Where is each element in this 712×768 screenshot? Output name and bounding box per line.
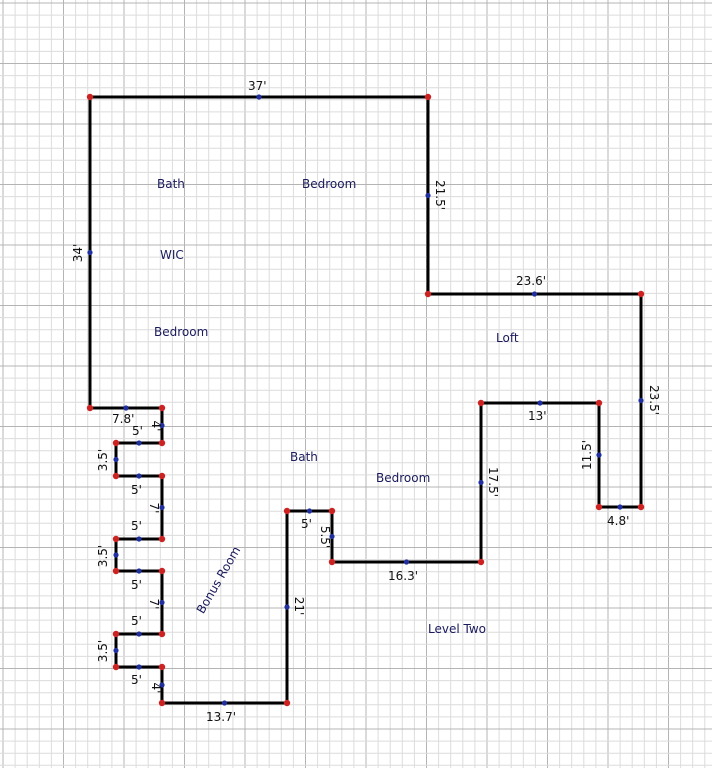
- wall-vertex-marker: [112, 439, 120, 447]
- room-label-bath-upper: Bath: [157, 177, 185, 191]
- dim-zigzag-3: 5': [132, 424, 143, 438]
- dim-small-vertical: 5.5': [318, 526, 332, 548]
- edge-midpoint-marker: [256, 94, 262, 100]
- dim-zigzag-1: 7.8': [112, 412, 134, 426]
- room-label-bath-middle: Bath: [290, 450, 318, 464]
- dim-top-wall: 37': [248, 79, 267, 93]
- edge-midpoint-marker: [136, 536, 142, 542]
- wall-vertex-marker: [112, 535, 120, 543]
- wall-vertex-marker: [424, 290, 432, 298]
- wall-vertex-marker: [158, 404, 166, 412]
- dim-zigzag-4: 3.5': [96, 449, 110, 471]
- wall-vertex-marker: [112, 663, 120, 671]
- dim-zigzag-11: 5': [131, 614, 142, 628]
- wall-vertex-marker: [328, 507, 336, 515]
- wall-vertex-marker: [637, 290, 645, 298]
- dim-bottom-wall: 13.7': [206, 710, 236, 724]
- wall-vertex-marker: [112, 567, 120, 575]
- wall-vertex-marker: [158, 567, 166, 575]
- wall-vertex-marker: [158, 439, 166, 447]
- wall-vertex-marker: [112, 630, 120, 638]
- edge-midpoint-marker: [221, 700, 228, 706]
- dim-zigzag-2: 4': [149, 421, 163, 432]
- room-label-loft: Loft: [496, 331, 519, 345]
- dim-inner-vertical: 11.5': [580, 440, 594, 470]
- edge-midpoint-marker: [113, 456, 119, 463]
- dim-step-horizontal: 16.3': [388, 569, 418, 583]
- wall-vertex-marker: [477, 558, 485, 566]
- wall-vertex-marker: [328, 558, 336, 566]
- edge-midpoint-marker: [136, 568, 142, 574]
- wall-vertex-marker: [158, 630, 166, 638]
- wall-vertex-marker: [158, 535, 166, 543]
- dim-zigzag-8: 3.5': [96, 545, 110, 567]
- dim-zigzag-13: 5': [131, 673, 142, 687]
- edge-midpoint-marker: [306, 508, 313, 514]
- edge-midpoint-marker: [531, 291, 538, 297]
- room-label-wic: WIC: [160, 248, 184, 262]
- dim-zigzag-9: 5': [131, 578, 142, 592]
- wall-vertex-marker: [637, 503, 645, 511]
- edge-midpoint-marker: [136, 440, 142, 446]
- edge-midpoint-marker: [87, 249, 93, 256]
- dim-inner-bottom: 4.8': [607, 514, 629, 528]
- edge-midpoint-marker: [159, 422, 165, 429]
- room-label-bedroom-middle: Bedroom: [376, 471, 430, 485]
- dim-zigzag-14: 4': [149, 683, 163, 694]
- wall-vertex-marker: [283, 699, 291, 707]
- wall-vertex-marker: [283, 507, 291, 515]
- dim-small-horizontal: 5': [301, 517, 312, 531]
- edge-midpoint-marker: [403, 559, 410, 565]
- dim-zigzag-10: 7': [147, 599, 161, 610]
- dim-zigzag-5: 5': [131, 483, 142, 497]
- dim-right-wall: 23.5': [647, 385, 661, 415]
- wall-vertex-marker: [158, 663, 166, 671]
- edge-midpoint-marker: [123, 405, 129, 411]
- room-label-bedroom-upper: Bedroom: [302, 177, 356, 191]
- dim-column-vertical: 21': [292, 597, 306, 616]
- wall-vertex-marker: [158, 699, 166, 707]
- edge-midpoint-marker: [159, 682, 165, 688]
- wall-vertices: [86, 93, 645, 707]
- edge-midpoint-marker: [596, 452, 602, 458]
- wall-vertex-marker: [112, 472, 120, 480]
- edge-midpoint-marker: [136, 473, 142, 479]
- dim-zigzag-6: 7': [147, 503, 161, 514]
- dim-zigzag-12: 3.5': [96, 640, 110, 662]
- edge-midpoint-marker: [329, 533, 335, 540]
- wall-vertex-marker: [477, 399, 485, 407]
- edge-midpoint-marker: [425, 192, 431, 199]
- edge-midpoint-marker: [284, 604, 290, 610]
- edge-midpoint-marker: [537, 400, 543, 406]
- edge-midpoints: [87, 94, 644, 706]
- wall-vertex-marker: [158, 472, 166, 480]
- wall-vertex-marker: [595, 399, 603, 407]
- wall-vertex-marker: [86, 93, 94, 101]
- edge-midpoint-marker: [159, 599, 165, 606]
- dim-zigzag-7: 5': [131, 519, 142, 533]
- dim-step-vertical: 17.5': [486, 467, 500, 497]
- dim-inner-top: 13': [528, 409, 547, 423]
- edge-midpoint-marker: [113, 647, 119, 654]
- wall-vertex-marker: [424, 93, 432, 101]
- edge-midpoint-marker: [136, 631, 142, 637]
- room-label-bedroom-left: Bedroom: [154, 325, 208, 339]
- wall-vertex-marker: [595, 503, 603, 511]
- edge-midpoint-marker: [478, 479, 484, 486]
- edge-midpoint-marker: [113, 552, 119, 558]
- wall-vertex-marker: [86, 404, 94, 412]
- edge-midpoint-marker: [136, 664, 142, 670]
- edge-midpoint-marker: [617, 504, 623, 510]
- dim-notch-horizontal: 23.6': [516, 274, 546, 288]
- edge-midpoint-marker: [638, 397, 644, 404]
- dim-notch-vertical: 21.5': [433, 180, 447, 210]
- level-label: Level Two: [428, 622, 486, 636]
- dim-left-wall: 34': [71, 244, 85, 263]
- edge-midpoint-marker: [159, 504, 165, 511]
